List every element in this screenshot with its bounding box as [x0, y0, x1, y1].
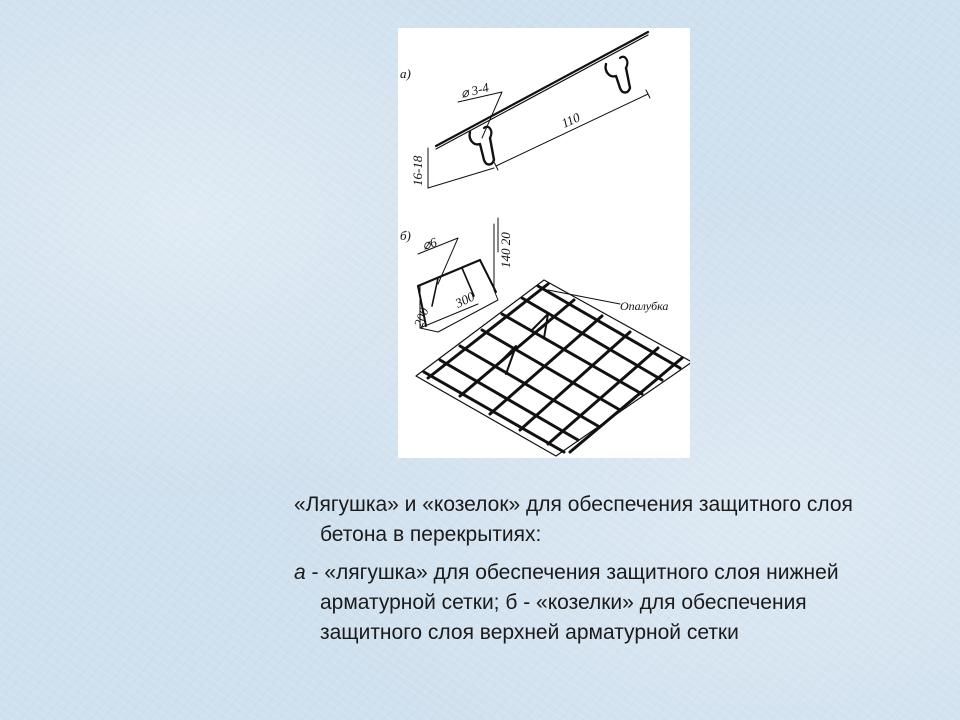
width-label-b: 200	[411, 305, 432, 329]
length-label-b: 300	[452, 288, 477, 311]
diameter-label-b: ⌀6	[420, 234, 439, 253]
reinforcement-mesh	[415, 279, 690, 457]
caption-letter-a: а	[294, 561, 306, 584]
formwork-label: Опалубка	[620, 299, 668, 313]
label-part-a: а)	[400, 66, 411, 81]
goat-spacer	[416, 217, 499, 333]
label-part-b: б)	[400, 228, 411, 243]
caption-title: «Лягушка» и «козелок» для обеспечения за…	[294, 493, 853, 546]
diameter-label-a: ⌀ 3-4	[459, 79, 491, 101]
height-label-b: 140 20	[498, 232, 513, 268]
length-label-a: 110	[559, 109, 582, 130]
height-label-a: 16-18	[410, 155, 425, 186]
caption-description: а - «лягушка» для обеспечения защитного …	[294, 558, 854, 648]
caption-description-text: - «лягушка» для обеспечения защитного сл…	[305, 561, 839, 644]
reinforcement-drawing: а) б) ⌀ 3-4 110 16-18 ⌀6 140 20 300 200 …	[400, 30, 690, 457]
frog-spacer	[427, 30, 651, 189]
figure-panel: а) б) ⌀ 3-4 110 16-18 ⌀6 140 20 300 200 …	[398, 28, 690, 458]
figure-caption: «Лягушка» и «козелок» для обеспечения за…	[294, 490, 854, 656]
